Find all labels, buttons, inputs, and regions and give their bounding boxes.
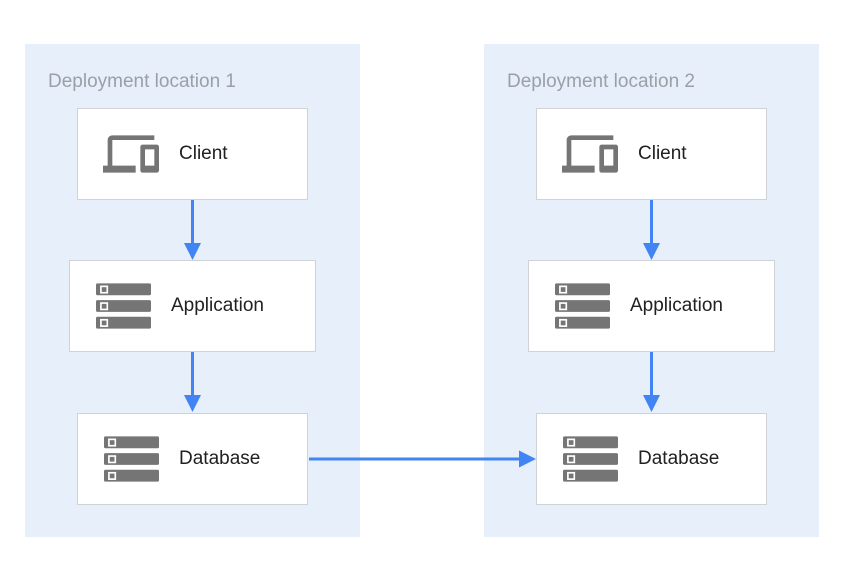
node-label: Application — [171, 295, 264, 316]
devices-icon — [100, 126, 162, 182]
node-client-2: Client — [536, 108, 767, 200]
node-application-1: Application — [69, 260, 316, 352]
panel-title: Deployment location 1 — [48, 71, 236, 92]
node-label: Client — [179, 143, 228, 164]
server-stack-icon — [92, 283, 154, 329]
devices-icon — [559, 126, 621, 182]
deployment-panel-1: Deployment location 1 Client A — [25, 44, 360, 537]
server-stack-icon — [559, 436, 621, 482]
node-label: Application — [630, 295, 723, 316]
server-stack-icon — [100, 436, 162, 482]
node-label: Database — [179, 448, 261, 469]
node-label: Client — [638, 143, 687, 164]
panel-title: Deployment location 2 — [507, 71, 695, 92]
deployment-panel-2: Deployment location 2 Client A — [484, 44, 819, 537]
server-stack-icon — [551, 283, 613, 329]
node-database-2: Database — [536, 413, 767, 505]
node-label: Database — [638, 448, 720, 469]
node-client-1: Client — [77, 108, 308, 200]
node-application-2: Application — [528, 260, 775, 352]
node-database-1: Database — [77, 413, 308, 505]
